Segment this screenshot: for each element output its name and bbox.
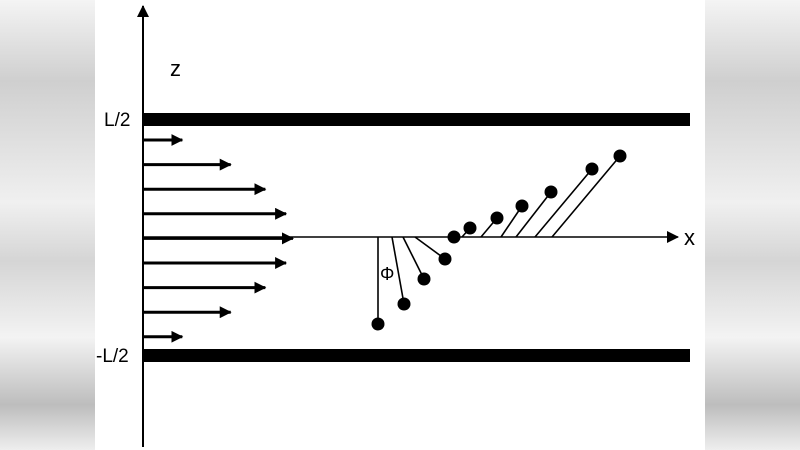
rod-bead [438, 252, 452, 266]
rod [402, 236, 431, 286]
rod [515, 185, 558, 238]
rod-bead [585, 162, 599, 176]
rod [447, 230, 461, 244]
rod [534, 162, 599, 238]
z-axis-label: z [170, 56, 181, 81]
rod-stem [551, 155, 621, 238]
rod-orientations [371, 149, 627, 331]
rod-bead [613, 149, 627, 163]
rod [480, 211, 504, 238]
x-axis-label: x [684, 225, 695, 250]
rod-bead [544, 185, 558, 199]
rod-stem [534, 168, 593, 238]
rod-stem [515, 191, 552, 238]
rod [551, 149, 627, 238]
angle-phi-label: Φ [380, 264, 394, 284]
top-plate [143, 113, 690, 126]
rod-stem [391, 236, 405, 305]
rod-stem [402, 236, 425, 280]
bottom-plate [143, 349, 690, 362]
rod [371, 237, 385, 331]
rod-bead [371, 317, 385, 331]
rod [500, 199, 529, 238]
rod [391, 236, 411, 311]
diagram-panel [95, 0, 705, 450]
rod-bead [463, 221, 477, 235]
velocity-profile-arrows [143, 134, 294, 343]
rod [414, 236, 452, 266]
rod-bead [417, 272, 431, 286]
top-plate-label: L/2 [104, 110, 130, 131]
rod-bead [515, 199, 529, 213]
rod [461, 221, 477, 238]
rod-bead [490, 211, 504, 225]
rod-bead [397, 297, 411, 311]
bottom-plate-label: -L/2 [96, 346, 129, 367]
rod-bead [447, 230, 461, 244]
